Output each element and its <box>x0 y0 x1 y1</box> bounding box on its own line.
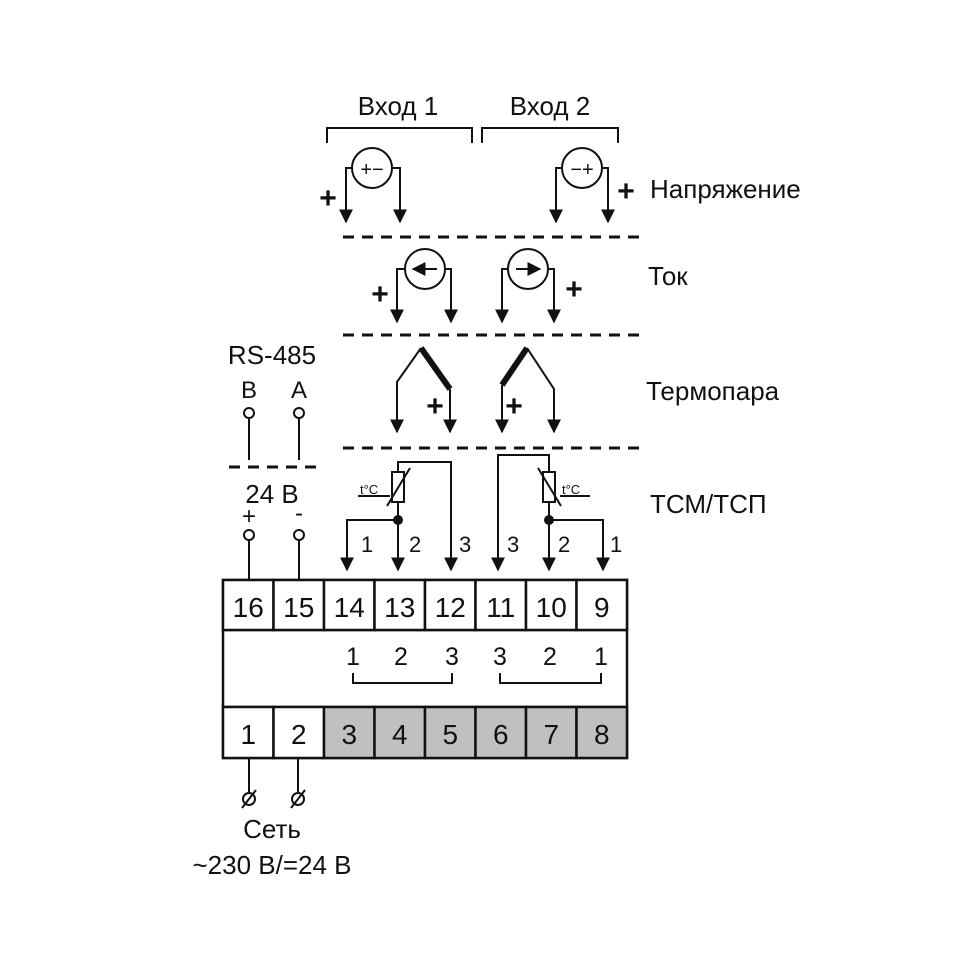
mid-right-3: 3 <box>493 643 507 671</box>
wire-right-1: 1 <box>610 532 622 557</box>
mid-right-bracket <box>499 673 602 684</box>
terminal-bottom-6: 6 <box>493 719 509 750</box>
current-source-1: + <box>371 248 458 324</box>
supply24-title: 24 В <box>245 479 299 509</box>
supply24-plus-connector <box>243 529 255 541</box>
rs485-b-connector <box>243 407 255 419</box>
thermocouple-2: + <box>495 346 561 434</box>
terminal-bottom-1: 1 <box>240 719 256 750</box>
thermocouple-1-plus: + <box>426 390 444 423</box>
terminal-top-16: 16 <box>233 592 264 623</box>
current-2-plus: + <box>565 273 583 306</box>
rtd-2-temp: t°C <box>562 482 580 497</box>
mode-voltage-label: Напряжение <box>650 174 801 204</box>
input2-label: Вход 2 <box>510 91 591 121</box>
wire-left-2: 2 <box>409 532 421 557</box>
terminal-top-cell <box>322 578 376 632</box>
terminal-top-11: 11 <box>486 592 515 623</box>
terminal-top-cell <box>474 578 528 632</box>
mains-terminal-2 <box>290 789 306 809</box>
mid-left-1: 1 <box>346 643 360 671</box>
terminal-top-cell <box>575 578 629 632</box>
wire-left-1: 1 <box>361 532 373 557</box>
terminal-bottom-cell <box>272 705 326 760</box>
terminal-top-13: 13 <box>384 592 415 623</box>
voltage-2-plus: + <box>617 175 635 208</box>
voltage-source-2: −+ + <box>549 147 635 224</box>
mid-right-2: 2 <box>543 643 557 671</box>
input1-label: Вход 1 <box>358 91 439 121</box>
mid-left-2: 2 <box>394 643 408 671</box>
terminal-bottom-cell <box>322 705 376 760</box>
terminal-bottom-cell <box>221 705 275 760</box>
mode-rtd-label: ТСМ/ТСП <box>650 489 767 519</box>
rtd-1: t°C <box>340 461 458 572</box>
rs485-pin-a: A <box>291 377 307 404</box>
thermocouple-1: + <box>390 346 457 434</box>
wire-right-3: 3 <box>507 532 519 557</box>
terminal-bottom-3: 3 <box>341 719 357 750</box>
input2-bracket <box>481 127 619 143</box>
wire-right-2: 2 <box>558 532 570 557</box>
terminal-top-15: 15 <box>283 592 314 623</box>
rs485-pin-b: B <box>241 377 257 404</box>
rs485-a-connector <box>293 407 305 419</box>
supply24-plus: + <box>242 503 256 530</box>
wire-left-3: 3 <box>459 532 471 557</box>
mains-label: Сеть <box>243 814 301 844</box>
terminal-bottom-4: 4 <box>392 719 408 750</box>
terminal-bottom-7: 7 <box>543 719 559 750</box>
current-source-2: + <box>495 248 583 324</box>
voltage-source-1-sign: +− <box>360 159 383 181</box>
terminal-bottom-8: 8 <box>594 719 610 750</box>
terminal-bottom-5: 5 <box>442 719 458 750</box>
mains-voltage-label: ~230 В/=24 В <box>192 850 351 880</box>
terminal-top-10: 10 <box>536 592 567 623</box>
rs485-title: RS-485 <box>228 340 316 370</box>
rtd-2: t°C <box>491 454 610 572</box>
input1-bracket <box>326 127 473 143</box>
mode-current-label: Ток <box>648 261 688 291</box>
terminal-top-12: 12 <box>435 592 466 623</box>
rtd-1-temp: t°C <box>360 482 378 497</box>
mid-left-bracket <box>352 673 453 684</box>
current-1-plus: + <box>371 278 389 311</box>
terminal-bottom-cell <box>524 705 578 760</box>
terminal-top-14: 14 <box>334 592 365 623</box>
mains-terminal-1 <box>241 789 257 809</box>
terminal-top-cell <box>272 578 326 632</box>
supply24-minus: - <box>295 500 303 527</box>
terminal-bottom-2: 2 <box>291 719 307 750</box>
supply24-minus-connector <box>293 529 305 541</box>
mid-left-3: 3 <box>445 643 459 671</box>
mid-right-1: 1 <box>594 643 608 671</box>
voltage-source-1: +− + <box>319 147 407 224</box>
voltage-source-2-sign: −+ <box>570 159 593 181</box>
terminal-top-9: 9 <box>594 592 610 623</box>
thermocouple-2-plus: + <box>505 390 523 423</box>
terminal-top-cell <box>373 578 427 632</box>
mode-thermocouple-label: Термопара <box>646 376 780 406</box>
voltage-1-plus: + <box>319 182 337 215</box>
terminal-bottom-cell <box>575 705 629 760</box>
